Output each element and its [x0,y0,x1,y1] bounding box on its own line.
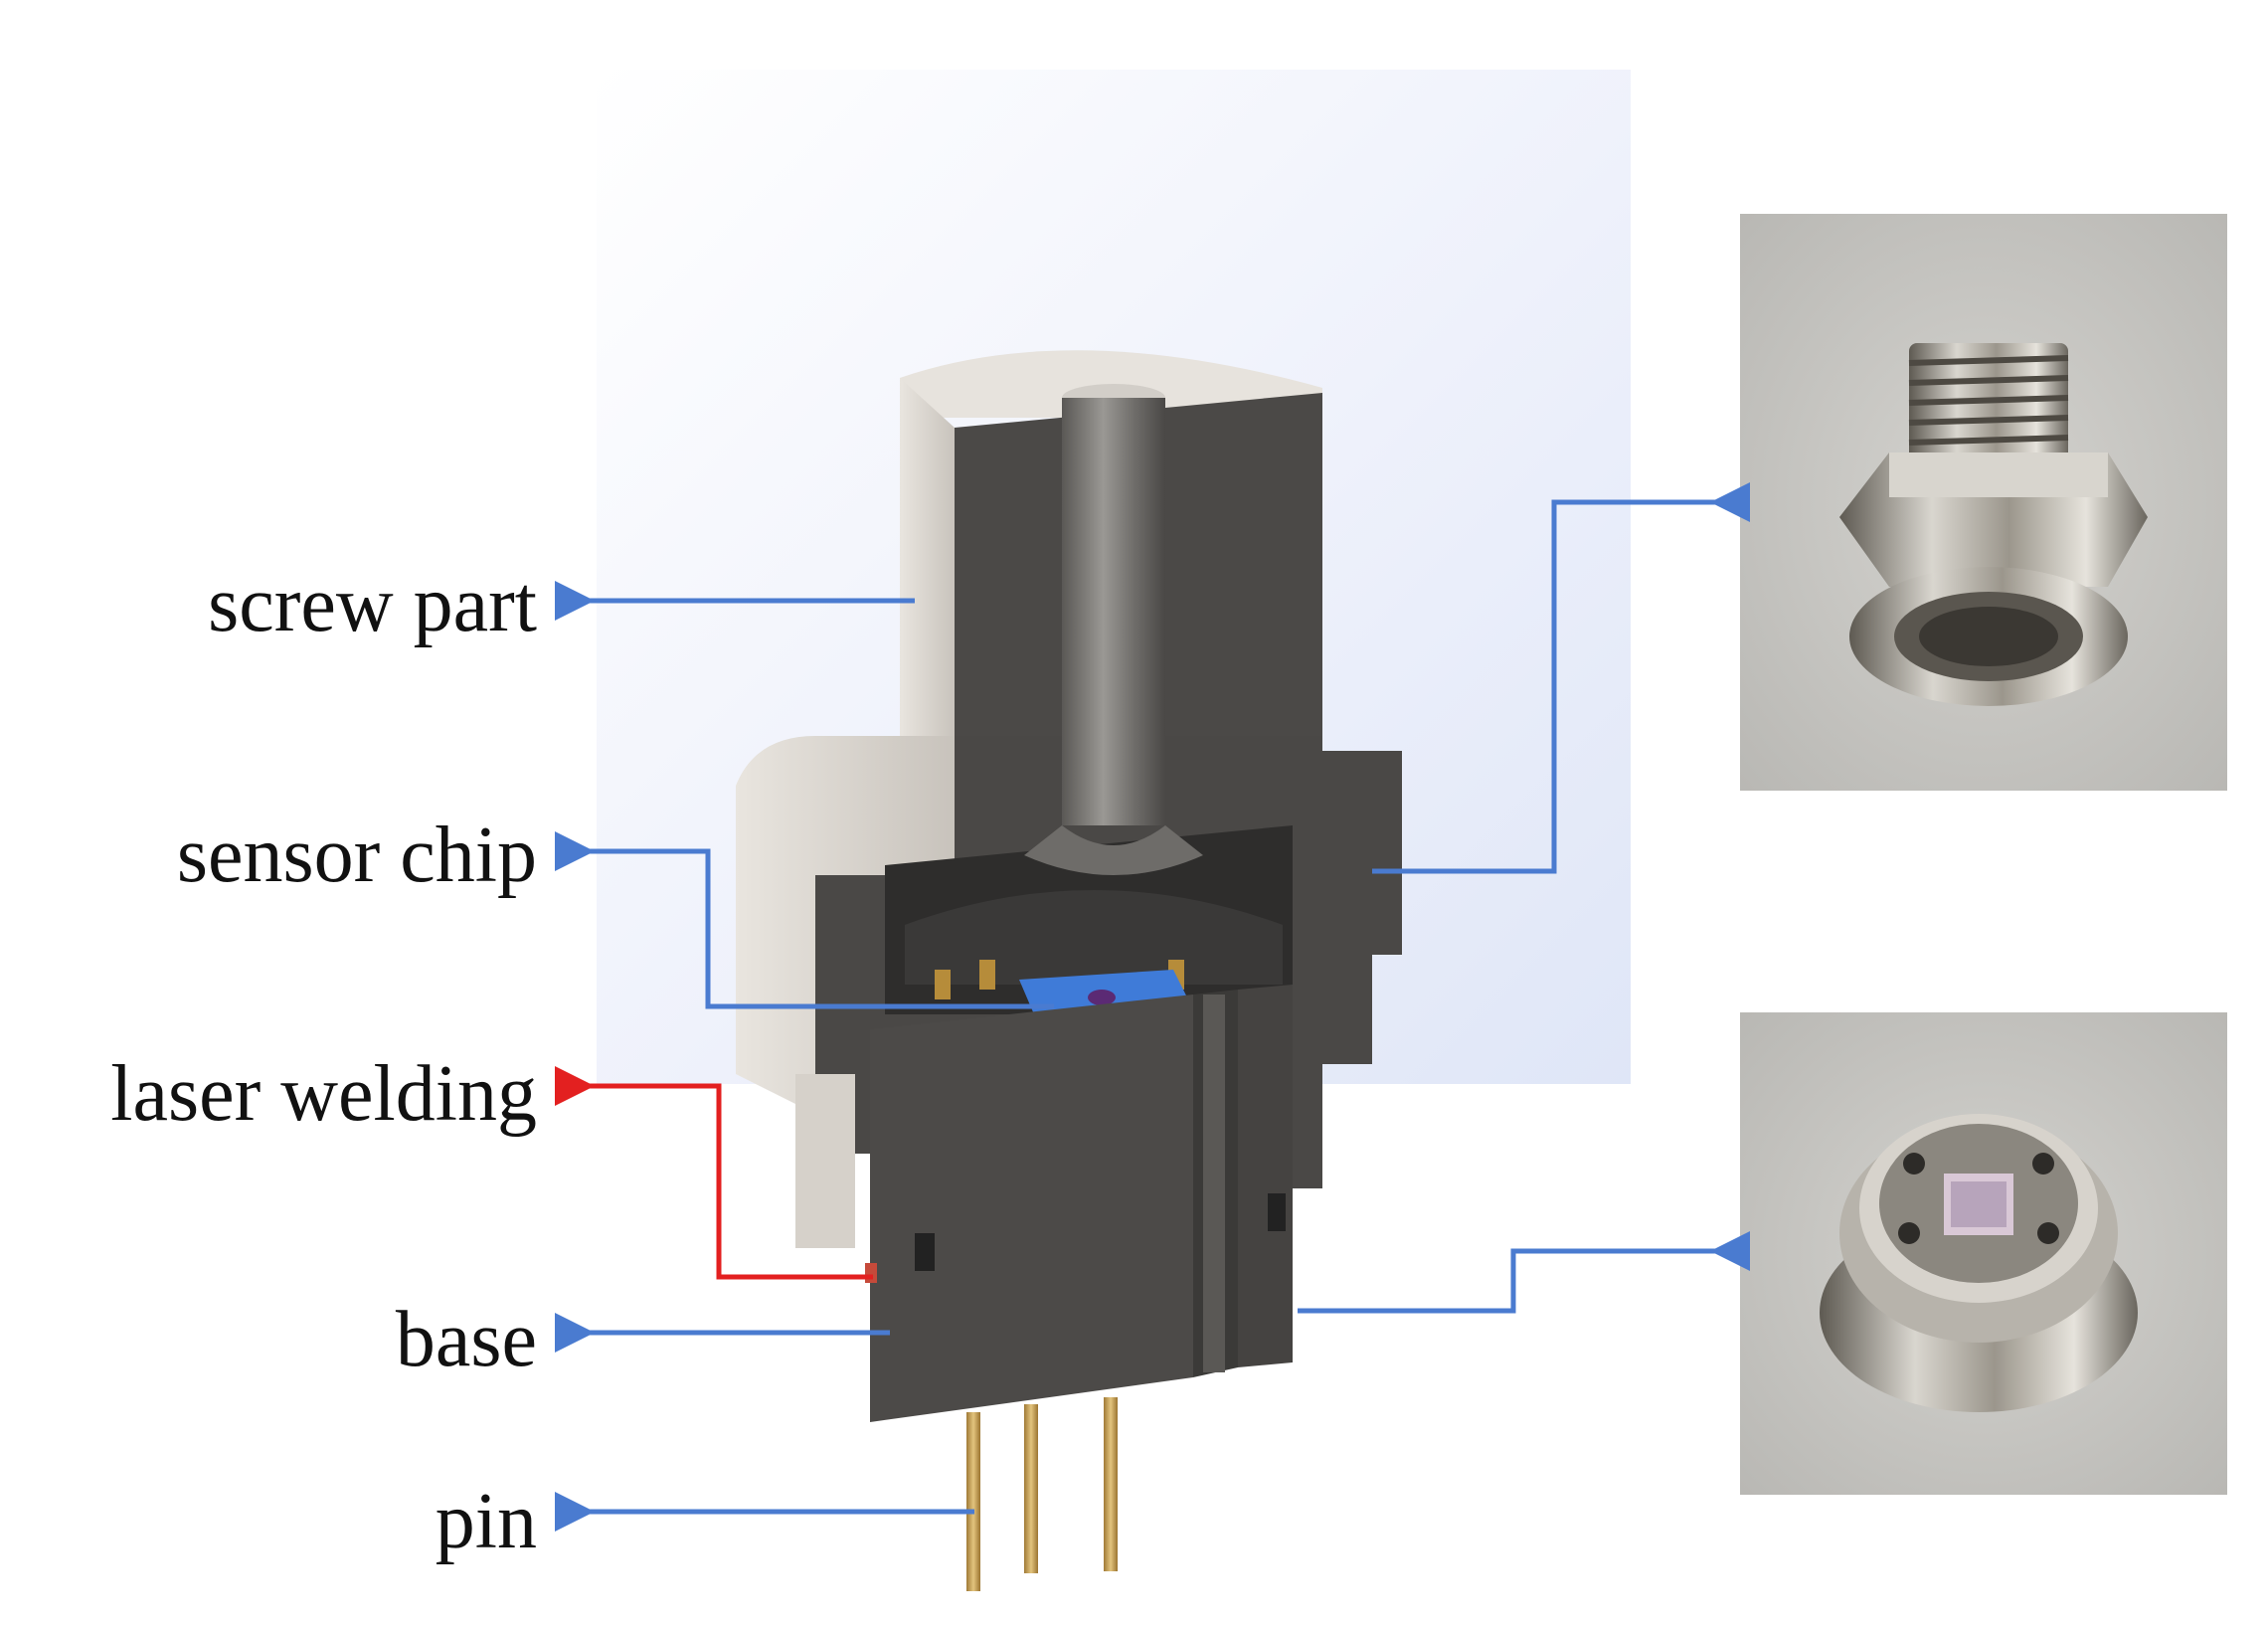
pins-render [966,1397,1118,1591]
label-base: base [395,1296,537,1383]
label-screw-part: screw part [208,561,537,648]
leader-arrows [555,482,1750,1532]
label-sensor-chip: sensor chip [176,812,537,899]
arrow-to-top-photo [1298,1231,1750,1314]
assembled-sensor-side-photo [1740,214,2227,791]
arrow-to-side-photo [1372,482,1750,874]
label-pin: pin [435,1478,537,1565]
sensor-top-view-photo [1740,1012,2227,1495]
arrow-laser-welding [555,1066,873,1280]
label-laser-welding: laser welding [110,1050,537,1138]
base-body [865,985,1293,1422]
arrow-sensor-chip [555,831,1054,1009]
pressure-bore [1024,384,1203,875]
